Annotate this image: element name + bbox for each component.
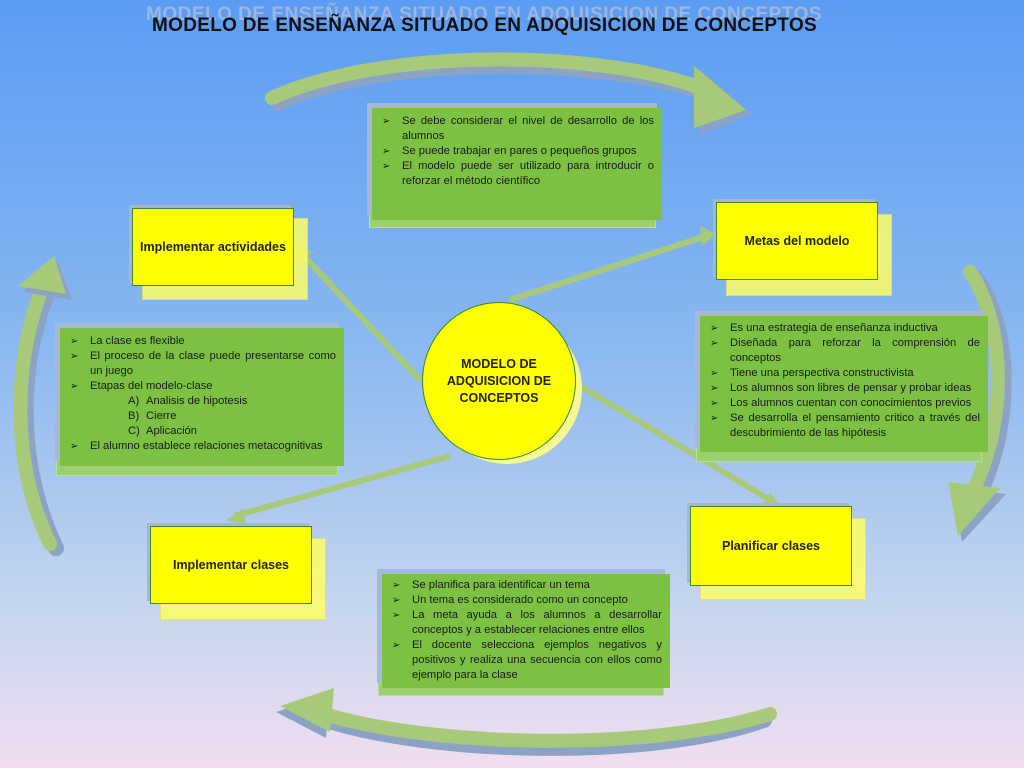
stage-text: Aplicación (146, 425, 197, 437)
right-box-item: Los alumnos cuentan con conocimientos pr… (708, 396, 980, 411)
center-line-3: CONCEPTOS (459, 390, 539, 405)
left-box-item: El alumno establece relaciones metacogni… (68, 439, 336, 454)
title-shadow: MODELO DE ENSEÑANZA SITUADO EN ADQUISICI… (146, 4, 823, 25)
stage-item: C) Aplicación (68, 424, 336, 439)
node-implementar-actividades: Implementar actividades (132, 208, 308, 300)
stage-mark: B) (128, 410, 140, 422)
bottom-box-item: Se planifica para identificar un tema (390, 578, 662, 593)
left-info-box: La clase es flexible El proceso de la cl… (56, 328, 344, 476)
stage-item: A) Analisis de hipotesis (68, 394, 336, 409)
right-box-item: Los alumnos son libres de pensar y proba… (708, 381, 980, 396)
bottom-info-box: Se planifica para identificar un tema Un… (378, 574, 670, 696)
bottom-box-item: El docente selecciona ejemplos negativos… (390, 638, 662, 683)
left-box-item: La clase es flexible (68, 334, 336, 349)
right-box-item: Se desarrolla el pensamiento critico a t… (708, 411, 980, 441)
node-planificar-clases: Planificar clases (690, 506, 866, 600)
center-line-1: MODELO DE (461, 356, 537, 371)
right-box-item: Tiene una perspectiva constructivista (708, 366, 980, 381)
node-label: Implementar clases (150, 526, 312, 604)
node-label: Implementar actividades (132, 208, 294, 286)
right-cycle-arrow (948, 265, 1012, 542)
left-box-item: El proceso de la clase puede presentarse… (68, 349, 336, 379)
bottom-cycle-arrow (276, 688, 777, 756)
stage-item: B) Cierre (68, 409, 336, 424)
center-line-2: ADQUISICION DE (446, 373, 552, 388)
stage-text: Cierre (146, 410, 177, 422)
top-info-box: Se debe considerar el nivel de desarroll… (369, 108, 662, 228)
stage-mark: A) (128, 395, 140, 407)
top-cycle-arrow (265, 52, 752, 134)
top-box-item: Se debe considerar el nivel de desarroll… (380, 114, 654, 144)
right-box-item: Diseñada para reforzar la comprensión de… (708, 336, 980, 366)
stage-mark: C) (128, 425, 140, 437)
top-box-item: Se puede trabajar en pares o pequeños gr… (380, 144, 654, 159)
bottom-box-item: La meta ayuda a los alumnos a desarrolla… (390, 608, 662, 638)
node-label: Planificar clases (690, 506, 852, 586)
right-info-box: Es una estrategia de enseñanza inductiva… (696, 316, 988, 462)
top-box-item: El modelo puede ser utilizado para intro… (380, 159, 654, 189)
left-cycle-arrow (13, 256, 72, 556)
right-box-item: Es una estrategia de enseñanza inductiva (708, 321, 980, 336)
page-title: MODELO DE ENSEÑANZA SITUADO EN ADQUISICI… (152, 15, 818, 36)
center-circle: MODELO DE ADQUISICION DE CONCEPTOS (422, 302, 576, 460)
node-implementar-clases: Implementar clases (150, 526, 326, 620)
node-metas-del-modelo: Metas del modelo (716, 202, 892, 296)
left-box-item: Etapas del modelo-clase (68, 379, 336, 394)
stage-text: Analisis de hipotesis (146, 395, 248, 407)
node-label: Metas del modelo (716, 202, 878, 280)
bottom-box-item: Un tema es considerado como un concepto (390, 593, 662, 608)
